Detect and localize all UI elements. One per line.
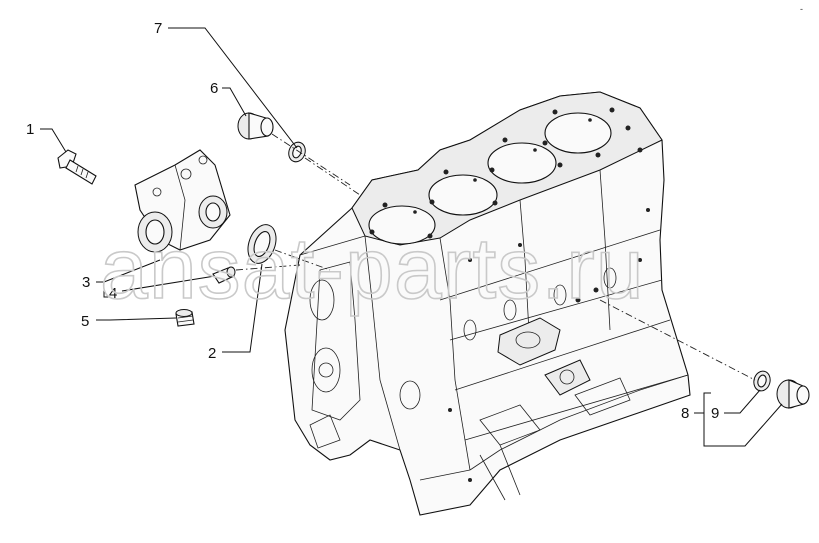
part-washer bbox=[753, 370, 771, 392]
callout-2: 2 bbox=[208, 345, 216, 362]
part-pin bbox=[212, 266, 236, 284]
assembly-centerlines bbox=[235, 133, 756, 381]
callout-5: 5 bbox=[81, 313, 89, 330]
callout-3: 3 bbox=[82, 274, 90, 291]
callout-4: 4 bbox=[109, 285, 117, 302]
cylinder-bore bbox=[487, 142, 557, 184]
callout-1: 1 bbox=[26, 121, 34, 138]
cylinder-bore bbox=[428, 174, 498, 216]
part-plug bbox=[175, 309, 195, 327]
callout-8: 8 bbox=[681, 405, 689, 422]
leader-lines bbox=[40, 27, 783, 447]
callout-7: 7 bbox=[154, 20, 162, 37]
callout-6: 6 bbox=[210, 80, 218, 97]
cylinder-bore bbox=[544, 112, 612, 154]
part-bolt bbox=[57, 149, 97, 185]
part-thermostat-housing bbox=[134, 149, 231, 253]
callout-9: 9 bbox=[711, 405, 719, 422]
engine-block bbox=[284, 91, 691, 516]
part-o-ring bbox=[288, 141, 306, 163]
watermark-text: ansat-parts.ru bbox=[100, 221, 645, 317]
part-flanged-plug bbox=[237, 112, 274, 140]
corner-mark: - bbox=[800, 4, 803, 14]
part-seal-ring bbox=[247, 224, 277, 264]
part-drain-plug bbox=[776, 379, 810, 409]
cylinder-bore bbox=[368, 205, 436, 245]
